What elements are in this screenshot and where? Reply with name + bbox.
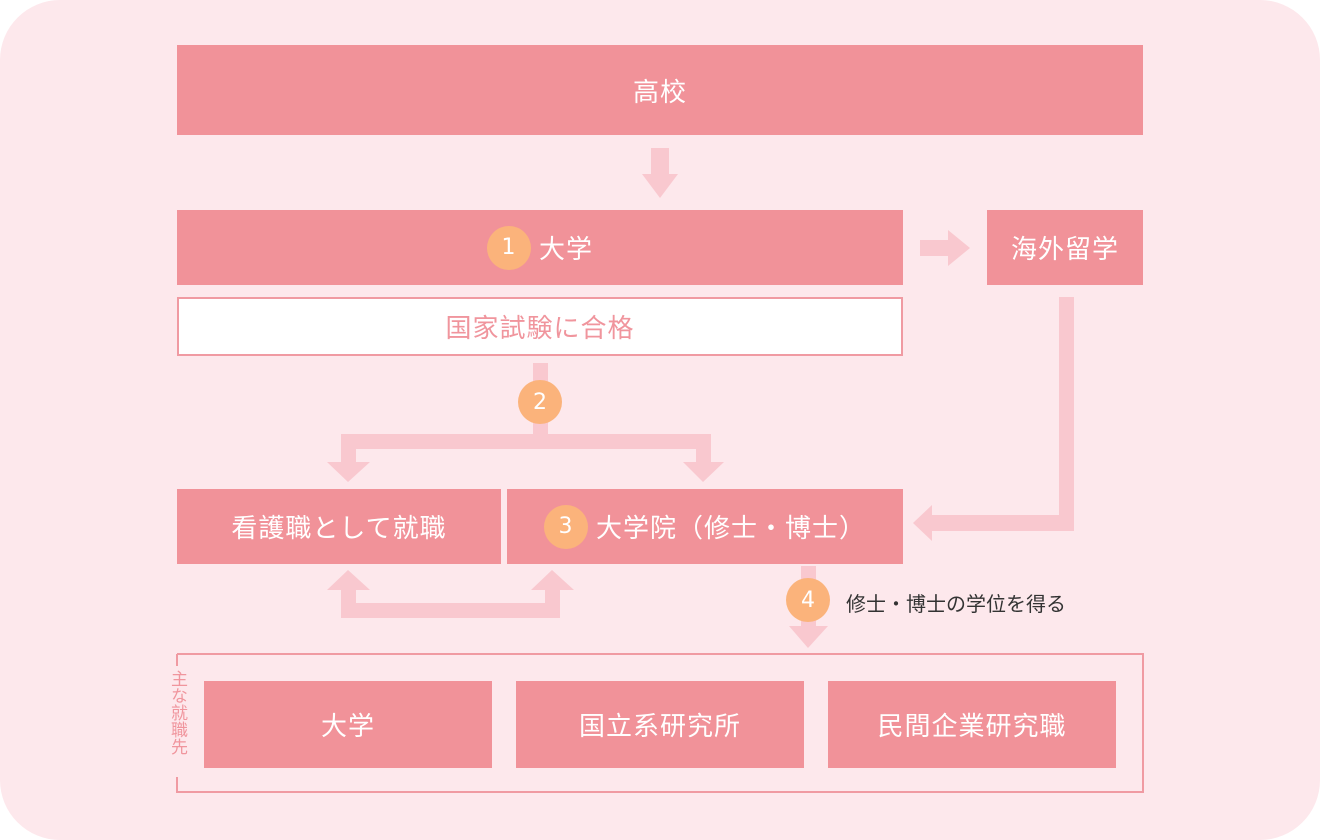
arrow-split-left-shaft <box>341 434 356 462</box>
arrow-split-left-head <box>327 462 370 482</box>
arrow-split-bar <box>341 434 711 449</box>
careers-side-label: 主な就職先 <box>167 666 187 759</box>
career-item-university: 大学 <box>204 681 492 768</box>
arrow-split-right-shaft <box>696 434 711 462</box>
arrow-bidir-left-head <box>327 570 370 590</box>
arrow-grad-careers-head <box>789 626 828 648</box>
arrow-split-right-head <box>683 462 724 482</box>
step-badge-4: 4 <box>786 578 830 622</box>
node-high-school-label: 高校 <box>632 77 687 108</box>
arrow-university-abroad-head <box>948 230 970 266</box>
step-badge-1: 1 <box>486 225 531 270</box>
arrow-highschool-university-shaft <box>651 148 669 174</box>
career-item-label: 大学 <box>320 712 375 742</box>
node-national-exam-label: 国家試験に合格 <box>445 314 635 344</box>
arrow-abroad-left <box>930 515 1074 531</box>
node-study-abroad-label: 海外留学 <box>1010 235 1119 265</box>
node-study-abroad: 海外留学 <box>987 210 1143 285</box>
step-badge-3: 3 <box>543 504 588 549</box>
arrow-highschool-university-head <box>642 174 678 198</box>
node-university-label: 大学 <box>538 235 593 265</box>
node-nursing-job: 看護職として就職 <box>177 489 501 564</box>
arrow-bidir-bar <box>341 603 560 618</box>
career-item-national-institute: 国立系研究所 <box>516 681 804 768</box>
node-graduate-school-label: 大学院（修士・博士） <box>595 514 866 544</box>
career-item-label: 国立系研究所 <box>578 712 741 742</box>
node-high-school: 高校 <box>177 45 1143 135</box>
arrow-university-abroad-shaft <box>920 240 950 256</box>
node-graduate-school: 3 大学院（修士・博士） <box>507 489 903 564</box>
career-item-private-research: 民間企業研究職 <box>828 681 1116 768</box>
arrow-abroad-grad-head <box>913 505 932 541</box>
career-item-label: 民間企業研究職 <box>877 712 1067 742</box>
node-university: 1 大学 <box>177 210 903 285</box>
node-national-exam: 国家試験に合格 <box>177 297 903 356</box>
step-badge-2: 2 <box>518 380 562 424</box>
arrow-abroad-down <box>1059 297 1074 531</box>
arrow-bidir-right-head <box>531 570 574 590</box>
careers-bracket <box>176 653 1144 793</box>
degree-note: 修士・博士の学位を得る <box>846 592 1066 616</box>
node-nursing-job-label: 看護職として就職 <box>231 514 447 544</box>
